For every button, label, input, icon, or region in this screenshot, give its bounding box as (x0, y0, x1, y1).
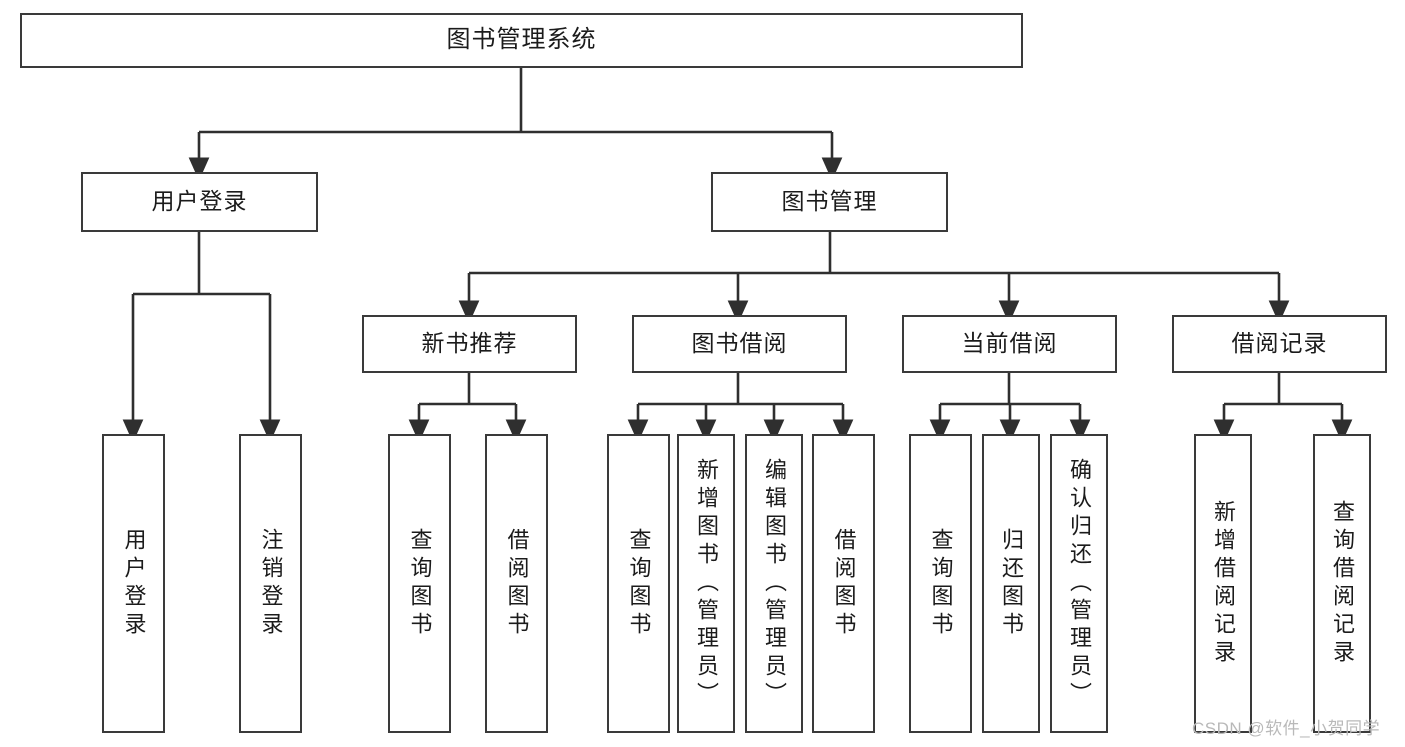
leaf-new-book-query-book[interactable]: 查询图书 (388, 434, 451, 733)
leaf-book-borrow-query-book[interactable]: 查询图书 (607, 434, 670, 733)
node-label: 确认归还（管理员） (1067, 457, 1092, 710)
leaf-borrow-record-add-record[interactable]: 新增借阅记录 (1194, 434, 1252, 733)
node-label: 借阅图书 (504, 527, 530, 640)
leaf-borrow-record-query-record[interactable]: 查询借阅记录 (1313, 434, 1371, 733)
node-borrow-record[interactable]: 借阅记录 (1172, 315, 1387, 373)
leaf-book-borrow-borrow-book[interactable]: 借阅图书 (812, 434, 875, 733)
leaf-current-borrow-return-book[interactable]: 归还图书 (982, 434, 1040, 733)
node-root-book-management-system[interactable]: 图书管理系统 (20, 13, 1023, 68)
node-label: 注销登录 (258, 527, 284, 640)
node-label: 借阅图书 (831, 527, 857, 640)
leaf-current-borrow-query-book[interactable]: 查询图书 (909, 434, 972, 733)
node-label: 图书借阅 (691, 330, 788, 357)
node-label: 用户登录 (121, 527, 147, 640)
node-label: 当前借阅 (961, 330, 1058, 357)
leaf-user-login-logout[interactable]: 注销登录 (239, 434, 302, 733)
node-label: 查询借阅记录 (1330, 499, 1355, 668)
node-label: 新书推荐 (421, 330, 518, 357)
node-label: 查询图书 (407, 527, 433, 640)
node-new-book-recommend[interactable]: 新书推荐 (362, 315, 577, 373)
node-label: 图书管理系统 (446, 26, 597, 54)
leaf-book-borrow-add-book[interactable]: 新增图书（管理员） (677, 434, 735, 733)
watermark: CSDN @软件_小贺同学 (1192, 719, 1381, 738)
node-current-borrow[interactable]: 当前借阅 (902, 315, 1117, 373)
node-label: 查询图书 (928, 527, 954, 640)
leaf-book-borrow-edit-book[interactable]: 编辑图书（管理员） (745, 434, 803, 733)
node-label: 图书管理 (781, 188, 878, 215)
node-label: 查询图书 (626, 527, 652, 640)
leaf-user-login-login[interactable]: 用户登录 (102, 434, 165, 733)
node-user-login[interactable]: 用户登录 (81, 172, 318, 232)
node-label: 借阅记录 (1231, 330, 1328, 357)
node-label: 归还图书 (999, 527, 1024, 640)
leaf-current-borrow-confirm-return[interactable]: 确认归还（管理员） (1050, 434, 1108, 733)
node-label: 用户登录 (151, 188, 248, 215)
node-label: 新增图书（管理员） (694, 457, 719, 710)
node-label: 新增借阅记录 (1211, 499, 1236, 668)
node-label: 编辑图书（管理员） (762, 457, 787, 710)
leaf-new-book-borrow-book[interactable]: 借阅图书 (485, 434, 548, 733)
node-book-borrow[interactable]: 图书借阅 (632, 315, 847, 373)
node-book-management[interactable]: 图书管理 (711, 172, 948, 232)
